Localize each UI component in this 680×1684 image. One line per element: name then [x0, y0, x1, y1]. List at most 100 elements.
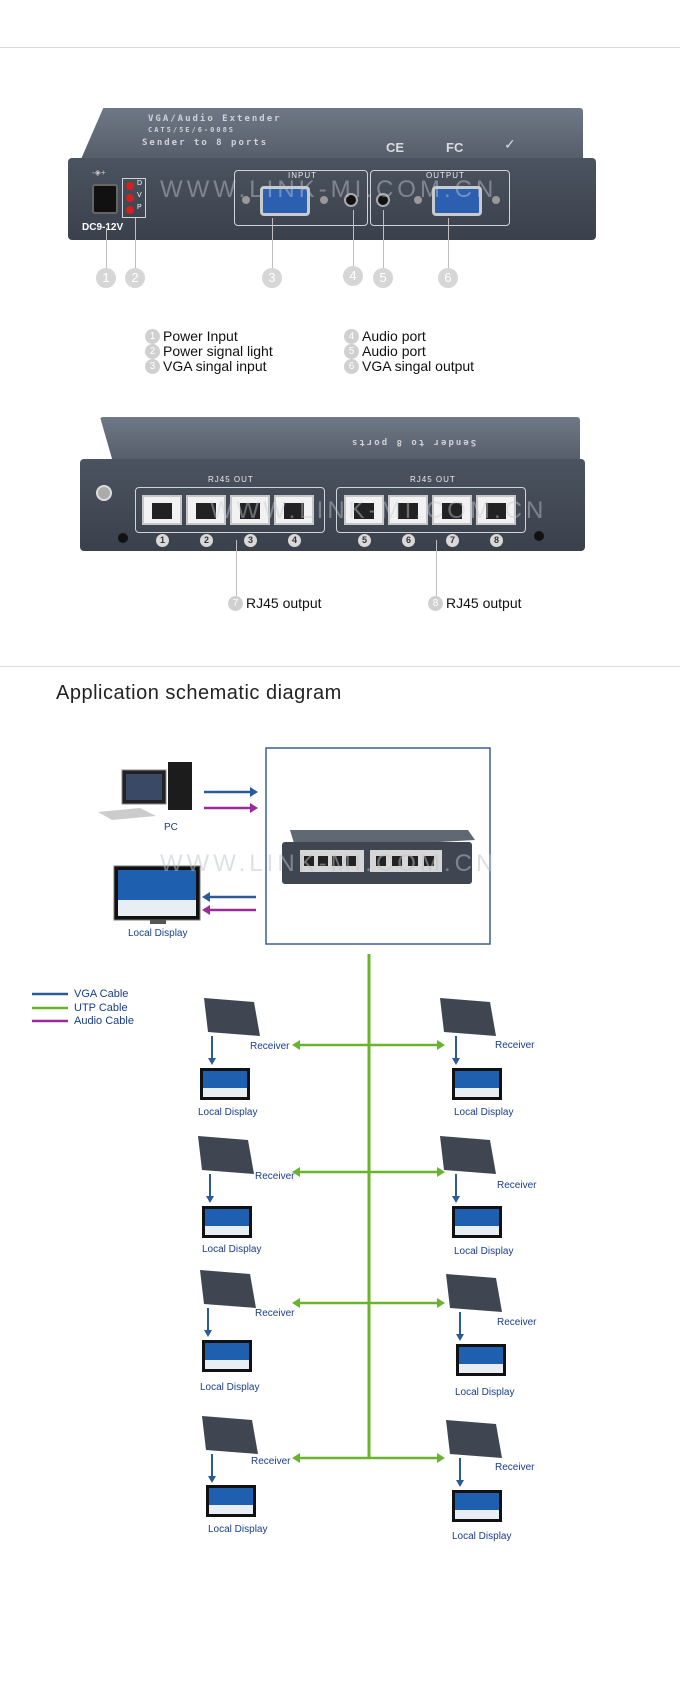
- receiver-right-3: [446, 1274, 502, 1341]
- receiver-label-l3: Receiver: [255, 1308, 295, 1319]
- display-label-r3: Local Display: [455, 1387, 515, 1398]
- display-right-2: [452, 1206, 502, 1238]
- callout-3: 3: [262, 268, 282, 288]
- rj45-port-num-2: 2: [200, 534, 213, 547]
- fc-mark: FC: [446, 140, 464, 155]
- divider-middle: [0, 666, 680, 667]
- rj45-port-8: [476, 495, 516, 525]
- display-left-4: [206, 1485, 256, 1517]
- callout-4: 4: [343, 266, 363, 286]
- rj45-port-5: [344, 495, 384, 525]
- receiver-right-1: [440, 998, 496, 1065]
- output-label: OUTPUT: [426, 171, 465, 180]
- receiver-right-2: [440, 1136, 496, 1203]
- display-label-l1: Local Display: [198, 1107, 258, 1118]
- watermark-front: WWW.LINK-MI.COM.CN: [160, 176, 498, 203]
- rj45-port-num-8: 8: [490, 534, 503, 547]
- schematic-diagram: [32, 747, 506, 1522]
- display-right-1: [452, 1068, 502, 1100]
- display-left-1: [200, 1068, 250, 1100]
- rj45-group-1-label: RJ45 OUT: [208, 475, 254, 484]
- display-label-l3: Local Display: [200, 1382, 260, 1393]
- receiver-left-2: [198, 1136, 254, 1203]
- legend-utp-cable: UTP Cable: [74, 1002, 128, 1014]
- rj45-port-7: [432, 495, 472, 525]
- callout-2: 2: [125, 268, 145, 288]
- led-letter-d: D: [137, 180, 143, 187]
- audio-port-out: [376, 193, 390, 207]
- vga-output-port: [432, 186, 482, 216]
- watermark-schematic: WWW.LINK-MI.COM.CN: [160, 850, 498, 877]
- device-model: CAT5/5E/6-008S: [148, 126, 236, 134]
- rj45-group-1: [135, 487, 325, 533]
- rj45-port-num-6: 6: [402, 534, 415, 547]
- rear-top-text: Sender to 8 ports: [350, 437, 477, 447]
- led-panel: D V P: [122, 178, 146, 218]
- display-label-r1: Local Display: [454, 1107, 514, 1118]
- legend-audio-cable: Audio Cable: [74, 1015, 134, 1027]
- receiver-label-l2: Receiver: [255, 1171, 295, 1182]
- receiver-left-3: [200, 1270, 256, 1337]
- display-left-2: [202, 1206, 252, 1238]
- schematic-title: Application schematic diagram: [56, 682, 342, 704]
- rj45-port-num-3: 3: [244, 534, 257, 547]
- receiver-left-1: [204, 998, 260, 1065]
- watermark-rear: WWW.LINK-MI.COM.CN: [210, 497, 548, 524]
- receiver-label-r1: Receiver: [495, 1040, 535, 1051]
- callout-1: 1: [96, 268, 116, 288]
- receiver-label-l4: Receiver: [251, 1456, 291, 1467]
- rj45-port-num-1: 1: [156, 534, 169, 547]
- receiver-label-r4: Receiver: [495, 1462, 535, 1473]
- local-display-label: Local Display: [128, 928, 188, 939]
- callout-5: 5: [373, 268, 393, 288]
- utp-branches: [300, 1043, 437, 1460]
- power-jack-icon: [92, 184, 118, 214]
- output-port-group: [370, 170, 510, 226]
- sender-device-icon: [282, 830, 475, 884]
- ground-screw-icon: [96, 485, 112, 501]
- led-letter-p: P: [137, 204, 142, 211]
- receiver-label-r3: Receiver: [497, 1317, 537, 1328]
- rj45-port-num-4: 4: [288, 534, 301, 547]
- rj45-port-4: [274, 495, 314, 525]
- brand-check-icon: ✓: [504, 136, 516, 152]
- rj45-port-2: [186, 495, 226, 525]
- rj45-port-3: [230, 495, 270, 525]
- display-label-l4: Local Display: [208, 1524, 268, 1535]
- input-label: INPUT: [288, 171, 317, 180]
- display-right-3: [456, 1344, 506, 1376]
- rj45-port-num-7: 7: [446, 534, 459, 547]
- receiver-right-4: [446, 1420, 502, 1487]
- rj45-port-1: [142, 495, 182, 525]
- display-label-r2: Local Display: [454, 1246, 514, 1257]
- display-left-3: [202, 1340, 252, 1372]
- rj45-group-2: [336, 487, 526, 533]
- screw-right-icon: [534, 531, 544, 541]
- receiver-label-r2: Receiver: [497, 1180, 537, 1191]
- display-label-l2: Local Display: [202, 1244, 262, 1255]
- receiver-left-4: [202, 1416, 258, 1483]
- input-port-group: [234, 170, 368, 226]
- audio-port-in: [344, 193, 358, 207]
- power-label: DC9-12V: [82, 222, 124, 233]
- pc-label: PC: [164, 822, 178, 833]
- front-panel-image: VGA/Audio Extender CAT5/5E/6-008S Sender…: [68, 108, 596, 258]
- screw-left-icon: [118, 533, 128, 543]
- ce-mark: CE: [386, 140, 405, 155]
- power-polarity-icon: -◈+: [92, 168, 106, 177]
- local-display-icon: [113, 865, 201, 924]
- receiver-label-l1: Receiver: [250, 1041, 290, 1052]
- led-letter-v: V: [137, 192, 142, 199]
- device-title: VGA/Audio Extender: [148, 114, 282, 124]
- rj45-port-num-5: 5: [358, 534, 371, 547]
- pc-icon: [98, 762, 192, 820]
- display-right-4: [452, 1490, 502, 1522]
- divider-top: [0, 47, 680, 48]
